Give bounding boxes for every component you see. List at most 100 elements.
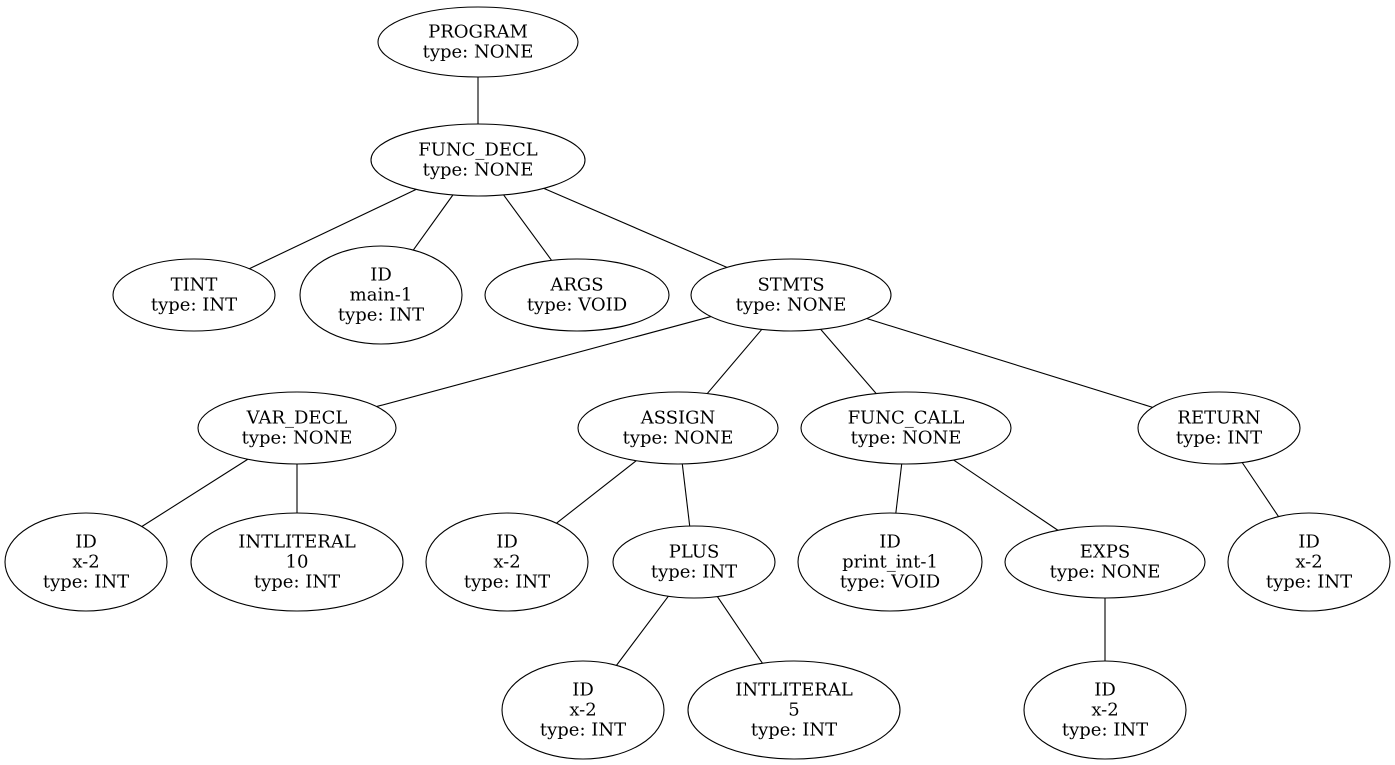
node-ellipse — [197, 391, 397, 465]
node-label-line: ID — [1298, 532, 1320, 553]
node-label-line: INTLITERAL — [735, 680, 853, 701]
edge-plus-to-intliteral-5 — [716, 596, 763, 664]
node-label-line: INTLITERAL — [238, 532, 356, 553]
node-label-line: type: INT — [1062, 720, 1148, 741]
node-label-line: type: INT — [1176, 428, 1262, 449]
node-label-line: x-2 — [1091, 700, 1118, 721]
node-ellipse — [1137, 391, 1301, 465]
edge-stmts-to-var-decl — [376, 316, 712, 408]
edge-plus-to-id-x-plus — [616, 595, 669, 666]
edge-var-decl-to-id-x-vardecl — [141, 458, 249, 527]
node-ellipse — [370, 123, 586, 197]
node-label-line: ID — [879, 532, 901, 553]
node-ellipse — [299, 245, 463, 345]
node-label-line: ID — [370, 265, 392, 286]
node-ellipse — [425, 512, 589, 612]
edge-func-decl-to-id-main — [412, 194, 454, 251]
node-ellipse — [190, 512, 404, 612]
edges — [141, 77, 1279, 666]
node-label-line: ID — [75, 532, 97, 553]
node-label-line: main-1 — [350, 285, 413, 306]
node-label-line: type: INT — [540, 720, 626, 741]
node-label-line: ARGS — [549, 275, 603, 296]
node-ellipse — [797, 512, 983, 612]
node-label-line: STMTS — [757, 275, 824, 296]
node-label-line: x-2 — [1295, 552, 1322, 573]
node-label-line: 5 — [788, 700, 799, 721]
edge-assign-to-id-x-assign — [556, 460, 637, 524]
node-ellipse — [1227, 512, 1391, 612]
node-ellipse — [377, 6, 579, 78]
node-label-line: type: INT — [1266, 572, 1352, 593]
node-label-line: FUNC_CALL — [848, 408, 965, 429]
node-label-line: print_int-1 — [842, 552, 938, 573]
node-label-line: ASSIGN — [640, 408, 716, 429]
node-ellipse — [687, 660, 901, 760]
node-label-line: type: NONE — [423, 160, 534, 181]
node-ellipse — [577, 391, 779, 465]
node-ellipse — [1023, 660, 1187, 760]
node-label-line: x-2 — [569, 700, 596, 721]
edge-func-call-to-id-print-int — [895, 463, 903, 514]
node-label-line: ID — [1094, 680, 1116, 701]
node-label-line: type: INT — [751, 720, 837, 741]
edge-func-decl-to-tint — [249, 188, 417, 270]
node-label-line: type: INT — [464, 572, 550, 593]
node-label-line: type: INT — [254, 572, 340, 593]
node-label-line: type: INT — [651, 562, 737, 583]
node-label-line: type: VOID — [840, 572, 940, 593]
node-ellipse — [4, 512, 168, 612]
edge-func-decl-to-args — [503, 194, 553, 261]
node-label-line: TINT — [171, 275, 218, 296]
node-label-line: type: NONE — [1050, 562, 1161, 583]
node-label-line: type: NONE — [242, 428, 353, 449]
node-ellipse — [1004, 525, 1206, 599]
node-ellipse — [112, 258, 276, 332]
node-label-line: type: NONE — [851, 428, 962, 449]
edge-return-to-id-x-return — [1241, 462, 1279, 517]
node-label-line: type: NONE — [423, 42, 534, 63]
node-label-line: PLUS — [669, 542, 720, 563]
node-ellipse — [501, 660, 665, 760]
node-label-line: FUNC_DECL — [418, 140, 538, 161]
node-label-line: x-2 — [493, 552, 520, 573]
edge-func-decl-to-stmts — [543, 187, 728, 268]
node-label-line: PROGRAM — [428, 22, 528, 43]
node-label-line: ID — [572, 680, 594, 701]
edge-assign-to-plus — [681, 463, 691, 527]
edge-stmts-to-return — [866, 317, 1153, 408]
node-label-line: type: NONE — [623, 428, 734, 449]
node-label-line: 10 — [286, 552, 309, 573]
node-label-line: type: INT — [151, 295, 237, 316]
node-label-line: ID — [496, 532, 518, 553]
node-ellipse — [484, 258, 670, 332]
node-label-line: RETURN — [1177, 408, 1260, 429]
node-ellipse — [690, 258, 892, 332]
node-label-line: type: INT — [43, 572, 129, 593]
node-label-line: x-2 — [72, 552, 99, 573]
node-label-line: type: VOID — [527, 295, 627, 316]
node-ellipse — [612, 525, 776, 599]
node-label-line: VAR_DECL — [246, 408, 348, 429]
